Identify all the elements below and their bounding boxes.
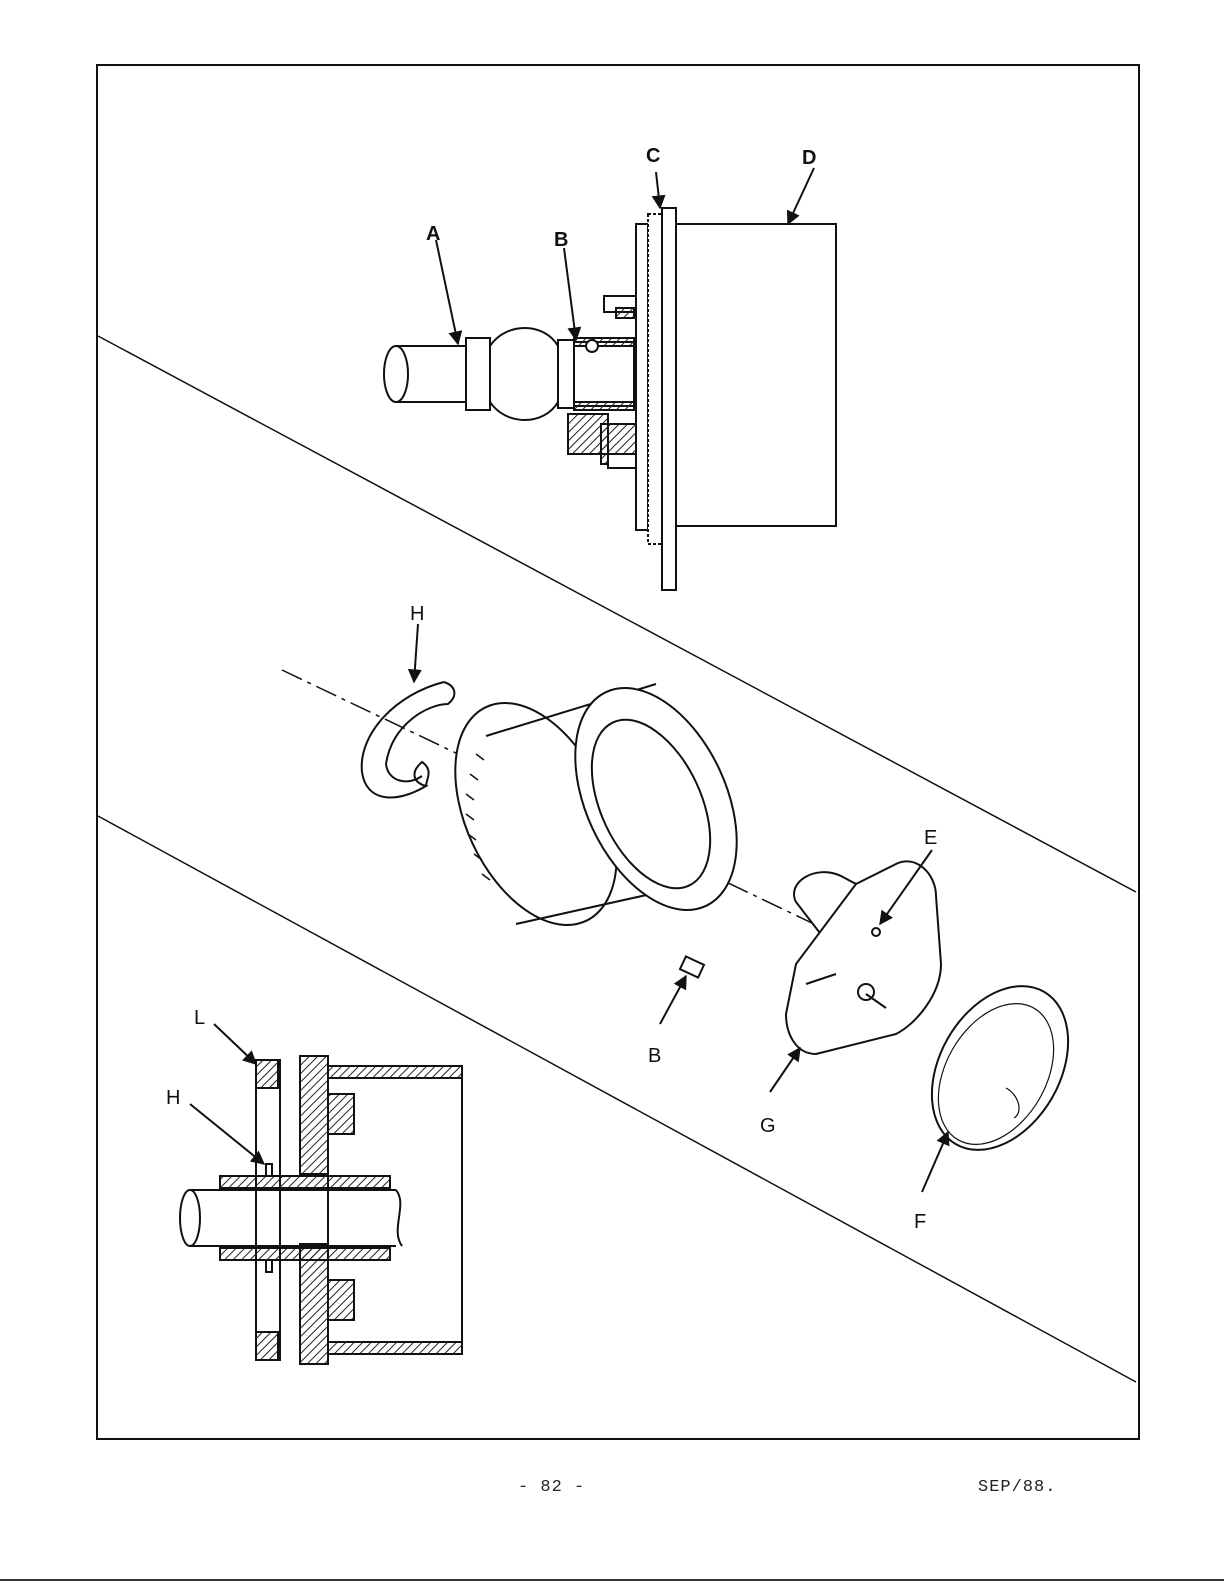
callout-label-d: D bbox=[802, 147, 816, 169]
callout-label-l: L bbox=[194, 1007, 205, 1029]
bottom-section-view bbox=[179, 1055, 463, 1365]
frame-border bbox=[96, 64, 1140, 1440]
callout-label-g: G bbox=[760, 1115, 776, 1137]
callout-label-c: C bbox=[646, 145, 660, 167]
callout-label-b-top: B bbox=[554, 229, 568, 251]
bottom-rule bbox=[0, 1579, 1224, 1581]
callout-label-h-bottom: H bbox=[166, 1087, 180, 1109]
callout-label-h-mid: H bbox=[410, 603, 424, 625]
band-line-lower bbox=[97, 815, 1137, 1383]
page-number: - 82 - bbox=[518, 1478, 586, 1497]
callout-label-a: A bbox=[426, 223, 440, 245]
callout-label-f: F bbox=[914, 1211, 926, 1233]
top-section-view bbox=[383, 207, 837, 591]
callout-arrows bbox=[189, 167, 950, 1193]
band-line-upper bbox=[97, 335, 1137, 893]
footer-date: SEP/88. bbox=[978, 1478, 1057, 1497]
callout-label-b-mid: B bbox=[648, 1045, 661, 1067]
middle-exploded-view bbox=[281, 669, 1070, 1151]
callout-label-e: E bbox=[924, 827, 937, 849]
illustration-frame: A B C D H E B G F L H bbox=[96, 64, 1140, 1440]
exploded-assembly-diagram: A B C D H E B G F L H bbox=[96, 64, 1140, 1440]
